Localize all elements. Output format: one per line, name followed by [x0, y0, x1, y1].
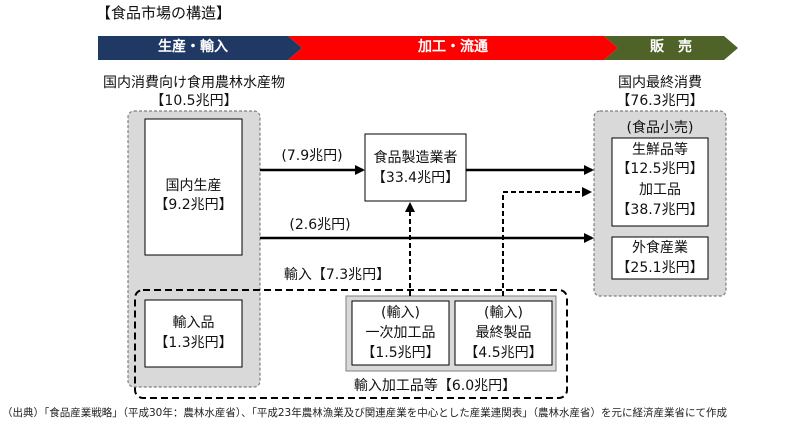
flow-label-imports-total: 輸入【7.3兆円】	[283, 267, 391, 283]
retail-tag: (食品小売)	[626, 120, 694, 136]
source-note: （出典）「食品産業戦略」（平成30年：農林水産省）、「平成23年農林漁業及び関連…	[2, 407, 727, 419]
production-stage-label: 生産・輸入	[158, 39, 228, 55]
consumption-heading: 国内最終消費	[618, 75, 702, 91]
manufacturers-box	[364, 133, 467, 202]
retail-box	[611, 137, 709, 227]
manufacturers-label: 食品製造業者	[373, 150, 458, 166]
flow-label-direct: (2.6兆円)	[289, 217, 351, 233]
supply-total: 【10.5兆円】	[150, 93, 238, 109]
processed-goods-label: 加工品	[639, 182, 681, 198]
imported-processed-total: 輸入加工品等【6.0兆円】	[353, 378, 517, 394]
domestic-production-box	[144, 118, 243, 256]
final-products-label: 最終製品	[475, 325, 532, 341]
production-band	[98, 36, 302, 60]
arrow-final-to-retail	[502, 187, 592, 296]
dining-label: 外食産業	[632, 240, 688, 256]
flow-label-to-manufacturers: (7.9兆円)	[281, 148, 343, 164]
fresh-goods-label: 生鮮品等	[632, 142, 688, 158]
consumption-total: 【76.3兆円】	[616, 93, 704, 109]
sales-stage-label: 販 売	[650, 39, 692, 55]
primary-processed-tag: (輸入)	[381, 305, 420, 321]
processed-goods-value: 【38.7兆円】	[616, 202, 704, 218]
final-products-box	[454, 300, 553, 366]
domestic-production-label: 国内生産	[165, 178, 222, 194]
processing-stage-label: 加工・流通	[418, 39, 488, 55]
final-products-value: 【4.5兆円】	[464, 345, 543, 361]
page-title: 【食品市場の構造】	[96, 4, 232, 22]
manufacturers-value: 【33.4兆円】	[371, 170, 460, 186]
dining-value: 【25.1兆円】	[616, 260, 704, 276]
imports-label: 輸入品	[172, 315, 215, 331]
imports-boundary	[134, 289, 568, 399]
fresh-goods-value: 【12.5兆円】	[616, 161, 704, 177]
imports-box	[144, 299, 243, 368]
supply-heading: 国内消費向け食用農林水産物	[103, 75, 285, 91]
final-products-tag: (輸入)	[484, 305, 523, 321]
imports-value: 【1.3兆円】	[154, 335, 233, 351]
primary-processed-label: 一次加工品	[365, 325, 436, 341]
primary-processed-value: 【1.5兆円】	[361, 345, 440, 361]
processing-band	[288, 36, 618, 60]
primary-processed-box	[351, 300, 450, 366]
domestic-production-value: 【9.2兆円】	[154, 197, 233, 213]
sales-band	[604, 36, 738, 60]
dining-box	[611, 236, 709, 280]
